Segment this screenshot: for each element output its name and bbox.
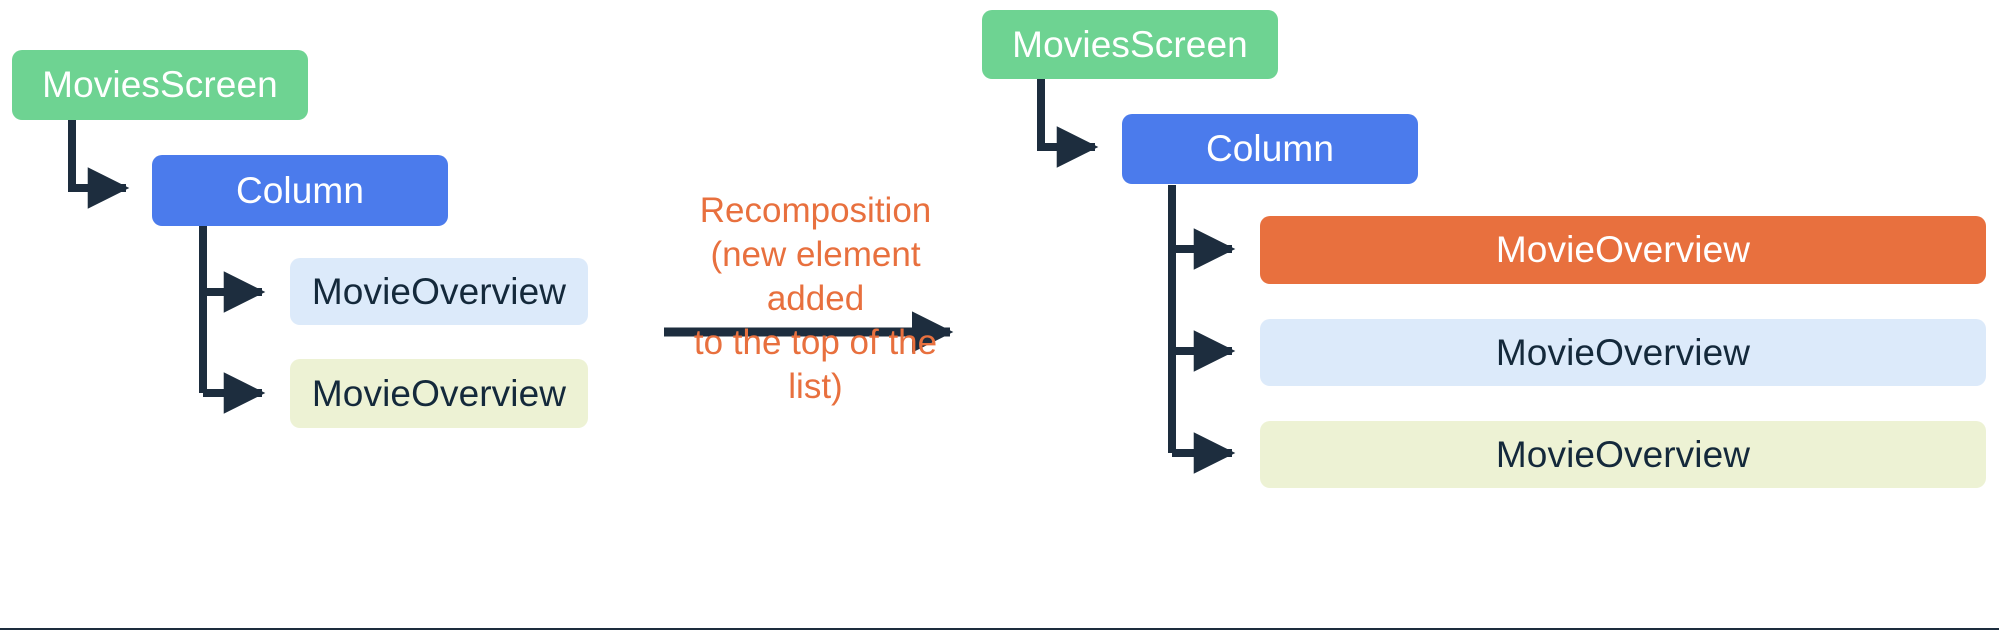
node-label: MoviesScreen — [1012, 23, 1248, 65]
node-after-movie-overview-2[interactable]: MovieOverview — [1260, 421, 1986, 488]
node-label: MovieOverview — [311, 270, 567, 312]
node-before-movie-overview-2[interactable]: MovieOverview — [290, 359, 588, 428]
arrow-right-moviesscreen-to-column — [1037, 77, 1099, 168]
node-before-movie-overview-1[interactable]: MovieOverview — [290, 258, 588, 325]
bottom-divider — [0, 628, 1999, 630]
node-label: MovieOverview — [1495, 229, 1751, 270]
node-label: MovieOverview — [311, 372, 567, 414]
node-after-movies-screen[interactable]: MoviesScreen — [982, 10, 1278, 79]
node-label: MoviesScreen — [42, 64, 278, 105]
node-after-column[interactable]: Column — [1122, 114, 1418, 184]
node-after-movie-overview-new[interactable]: MovieOverview — [1260, 216, 1986, 284]
node-before-movies-screen[interactable]: MoviesScreen — [12, 50, 308, 120]
node-label: MovieOverview — [1495, 331, 1751, 373]
recomposition-caption: Recomposition (new element added to the … — [693, 191, 938, 406]
arrow-left-moviesscreen-to-column — [68, 118, 130, 209]
node-before-column[interactable]: Column — [152, 155, 448, 226]
node-label: Column — [1205, 128, 1335, 169]
node-after-movie-overview-1[interactable]: MovieOverview — [1260, 319, 1986, 386]
node-label: Column — [235, 169, 365, 211]
node-label: MovieOverview — [1495, 433, 1751, 475]
